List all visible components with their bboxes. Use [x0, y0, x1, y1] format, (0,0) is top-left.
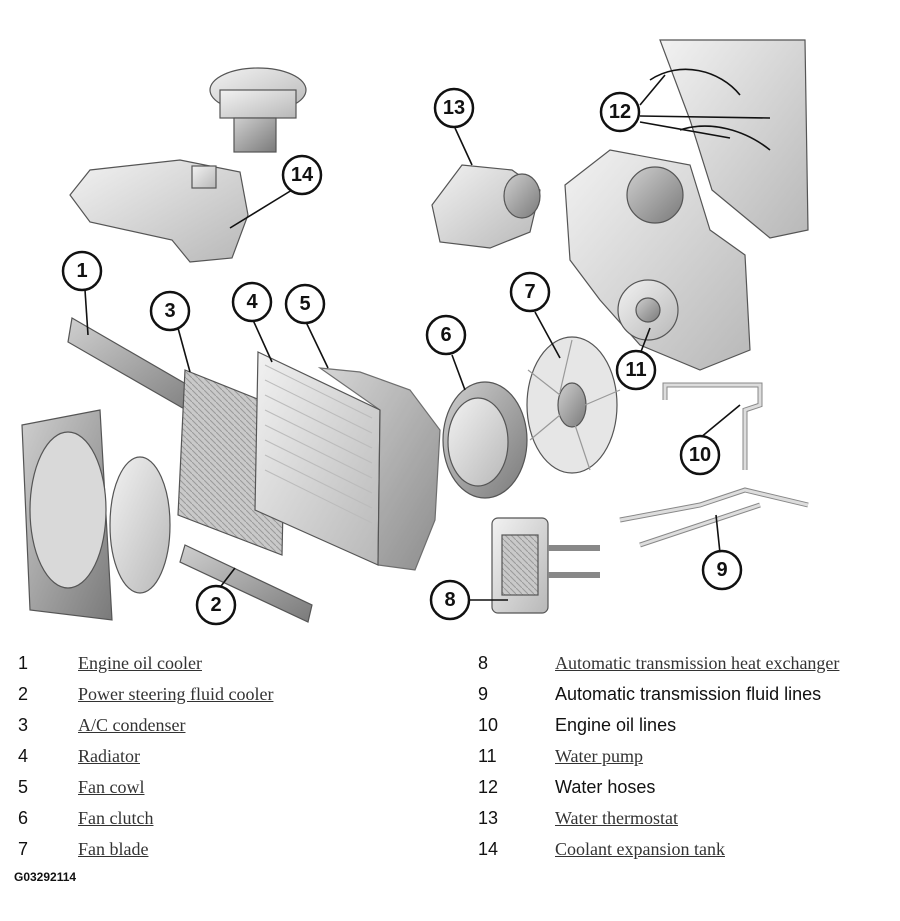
- legend-link[interactable]: Radiator: [78, 746, 140, 766]
- legend-link[interactable]: Power steering fluid cooler: [78, 684, 274, 704]
- legend-number: 10: [478, 715, 499, 735]
- legend-link[interactable]: Automatic transmission heat exchanger: [555, 653, 840, 673]
- legend-number: 2: [18, 684, 29, 704]
- callout-12: 12: [599, 91, 641, 133]
- legend-link[interactable]: A/C condenser: [78, 715, 186, 735]
- legend-link[interactable]: Water pump: [555, 746, 644, 766]
- figure-id: G03292114: [14, 870, 77, 884]
- svg-text:7: 7: [524, 281, 535, 303]
- transmission-fluid-lines-illustration: [619, 487, 809, 548]
- legend-number: 5: [18, 777, 29, 797]
- cooling-system-exploded-diagram: 1 2 3 4 5 6 7 8 9 10 11 12 13 14: [21, 39, 809, 626]
- legend-label: Engine oil lines: [555, 715, 677, 735]
- water-thermostat-illustration: [431, 164, 541, 249]
- callout-9: 9: [701, 549, 743, 591]
- legend-label: Automatic transmission fluid lines: [555, 684, 822, 704]
- legend-label: Water hoses: [555, 777, 656, 797]
- legend-number: 4: [18, 746, 29, 766]
- callout-10: 10: [679, 434, 721, 476]
- fan-blade-illustration: [526, 336, 621, 474]
- legend-number: 13: [478, 808, 499, 828]
- svg-text:11: 11: [625, 359, 646, 381]
- legend-number: 11: [478, 746, 497, 766]
- legend-number: 6: [18, 808, 29, 828]
- water-pump-illustration: [564, 149, 751, 371]
- legend-link[interactable]: Water thermostat: [555, 808, 679, 828]
- callout-4: 4: [231, 281, 273, 323]
- fan-shroud-illustration: [21, 409, 171, 621]
- coolant-expansion-tank-illustration: [69, 67, 307, 263]
- svg-text:10: 10: [689, 444, 711, 466]
- svg-text:9: 9: [716, 559, 727, 581]
- fan-cowl-illustration: [317, 367, 441, 571]
- callout-11: 11: [615, 349, 657, 391]
- svg-text:6: 6: [440, 324, 451, 346]
- callout-3: 3: [149, 290, 191, 332]
- callout-6: 6: [425, 314, 467, 356]
- svg-text:8: 8: [444, 589, 455, 611]
- svg-text:4: 4: [246, 291, 258, 313]
- callout-14: 14: [281, 154, 323, 196]
- svg-text:14: 14: [291, 164, 314, 186]
- callout-2: 2: [195, 584, 237, 626]
- svg-text:2: 2: [210, 594, 221, 616]
- callout-13: 13: [433, 87, 475, 129]
- legend-number: 8: [478, 653, 489, 673]
- callout-5: 5: [284, 283, 326, 325]
- legend-link[interactable]: Fan blade: [78, 839, 149, 859]
- legend-link[interactable]: Fan clutch: [78, 808, 154, 828]
- callout-7: 7: [509, 271, 551, 313]
- svg-text:3: 3: [164, 300, 175, 322]
- legend-number: 9: [478, 684, 489, 704]
- heat-exchanger-illustration: [491, 517, 600, 614]
- svg-text:13: 13: [443, 97, 465, 119]
- legend-number: 14: [478, 839, 499, 859]
- legend-link[interactable]: Engine oil cooler: [78, 653, 202, 673]
- legend-number: 12: [478, 777, 499, 797]
- fan-clutch-illustration: [442, 381, 528, 499]
- callout-8: 8: [429, 579, 471, 621]
- svg-text:5: 5: [299, 293, 310, 315]
- power-steering-cooler-illustration: [179, 544, 313, 623]
- engine-block-illustration: [649, 39, 809, 239]
- legend-number: 1: [18, 653, 29, 673]
- legend-link[interactable]: Coolant expansion tank: [555, 839, 725, 859]
- svg-text:12: 12: [609, 101, 631, 123]
- legend-number: 3: [18, 715, 29, 735]
- callout-1: 1: [61, 250, 103, 292]
- svg-text:1: 1: [76, 260, 87, 282]
- legend-link[interactable]: Fan cowl: [78, 777, 145, 797]
- engine-oil-lines-illustration: [662, 382, 763, 470]
- legend-number: 7: [18, 839, 29, 859]
